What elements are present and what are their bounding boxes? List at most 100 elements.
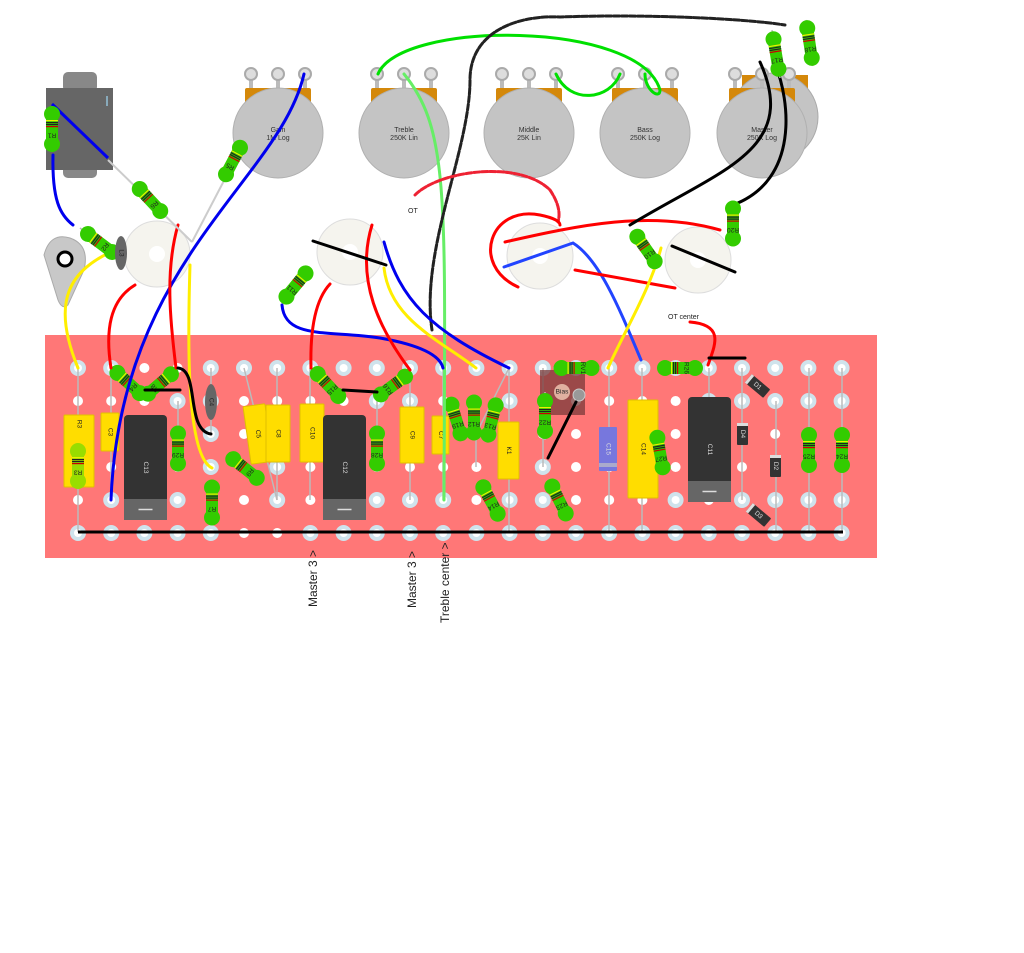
component-label: C12: [341, 462, 348, 474]
component-label: R22: [539, 418, 551, 425]
treble-center-label: Treble center >: [438, 542, 452, 623]
component-label: R13: [484, 421, 498, 431]
resistor-r12[interactable]: R12: [466, 394, 482, 441]
wire-blue-jack: [50, 102, 110, 160]
wire-yellow-1: [63, 248, 117, 370]
wire-blue-v2b: [382, 240, 511, 370]
component-label: R24: [836, 452, 848, 459]
electrolytic-cap-c11[interactable]: C11: [688, 397, 731, 502]
wire-green-middle-bass: [554, 72, 622, 97]
component-label: D3: [753, 510, 764, 521]
wire-twisted-ot: [413, 170, 561, 224]
diode-d3[interactable]: D3: [745, 503, 771, 527]
resistor-r14[interactable]: R14: [472, 476, 508, 524]
board-hole: [770, 429, 781, 439]
component-label: C13: [142, 462, 149, 474]
diode-d1[interactable]: D1: [744, 374, 770, 398]
component-label: R3: [75, 420, 82, 429]
board-hole: [471, 495, 482, 505]
film-cap-c8[interactable]: C8: [265, 404, 291, 463]
resistor-r28[interactable]: R28: [369, 425, 385, 472]
resistor-r20[interactable]: R20: [725, 200, 741, 247]
resistor-r13[interactable]: R13: [479, 396, 506, 445]
resistor-r18[interactable]: R18: [798, 19, 821, 67]
component-label: D1: [752, 381, 763, 392]
resistor-r25[interactable]: R25: [801, 427, 817, 473]
resistor-r22[interactable]: R22: [537, 392, 553, 440]
resistor-r23[interactable]: R23: [542, 476, 577, 524]
pilot-lamp: [43, 236, 86, 308]
pot-lug: [271, 67, 285, 81]
tube-socket-v4: [664, 226, 732, 294]
pot-lug: [665, 67, 679, 81]
wire-black-3: [341, 388, 379, 394]
board-hole: [339, 364, 348, 372]
film-cap-c9[interactable]: C9: [399, 406, 425, 464]
resistor-r7[interactable]: R7: [204, 479, 220, 526]
inductor-l3[interactable]: L3: [115, 236, 127, 270]
film-cap-c7[interactable]: C7: [431, 415, 450, 455]
component-label: K1: [505, 447, 512, 455]
master3-label-a: Master 3 >: [306, 550, 320, 607]
resistor-r26[interactable]: R26: [657, 360, 703, 376]
pot-body: [599, 87, 691, 179]
resistor-r11[interactable]: R11: [275, 262, 317, 308]
resistor-r29[interactable]: R29: [170, 425, 186, 472]
wire-yellow-3: [382, 266, 478, 370]
board-hole: [372, 496, 381, 504]
ot-label: OT: [408, 208, 418, 215]
capacitor-c4[interactable]: C4: [205, 384, 217, 420]
resistor-r3[interactable]: R3: [70, 443, 86, 489]
pot-lug: [424, 67, 438, 81]
resistor-r1[interactable]: R1: [44, 106, 60, 152]
resistor-r10[interactable]: R10: [626, 226, 666, 273]
component-label: R27: [654, 454, 667, 463]
wire-red-6: [489, 212, 562, 289]
wire-black-bias: [546, 400, 578, 460]
board-hole: [372, 364, 381, 372]
film-cap-k1[interactable]: K1: [497, 421, 520, 480]
resistor-r27[interactable]: R27: [648, 428, 672, 476]
component-label: C3: [106, 428, 113, 437]
electrolytic-cap-c12[interactable]: C12: [323, 415, 366, 520]
component-label: C14: [639, 443, 646, 455]
resistor-r9[interactable]: R9: [222, 448, 268, 489]
resistor-r5[interactable]: R5: [215, 137, 251, 185]
wire-black-1: [176, 366, 213, 436]
board-hole: [771, 364, 780, 372]
pot-lug: [244, 67, 258, 81]
wire-twisted-heater: [428, 14, 787, 332]
component-label: R5: [225, 161, 236, 171]
pot-name: Middle: [519, 127, 540, 134]
electrolytic-cap-c13[interactable]: C13: [124, 415, 167, 520]
component-label: R18: [804, 44, 817, 53]
diode-d2[interactable]: D2: [770, 455, 781, 477]
wire-red-5: [503, 218, 722, 244]
resistor-r19[interactable]: R19: [441, 395, 470, 444]
component-label: C10: [308, 427, 315, 439]
wire-blue-v2: [280, 303, 445, 370]
component-label: D4: [739, 430, 746, 439]
component-label: R12: [468, 420, 480, 427]
resistor-r24[interactable]: R24: [834, 427, 850, 473]
component-label: Bias: [556, 389, 569, 396]
resistor-rv1[interactable]: RV1: [553, 360, 600, 376]
bias-trimpot[interactable]: Bias: [540, 370, 586, 415]
wire-black-master-2: [731, 62, 788, 207]
component-label: R7: [207, 505, 216, 512]
film-cap-c10[interactable]: C10: [299, 403, 325, 463]
resistor-r6[interactable]: R6: [128, 178, 171, 223]
resistor-r16[interactable]: R16: [370, 365, 417, 405]
board-hole: [571, 462, 581, 472]
diode-d4[interactable]: D4: [737, 423, 748, 445]
resistor-r17[interactable]: R17: [764, 29, 787, 79]
wire-black-v2: [311, 239, 388, 267]
wire-lightgreen-treble-center: [402, 72, 447, 502]
resistor-r15[interactable]: R15: [306, 363, 349, 408]
board-hole: [139, 363, 150, 373]
blue-cap-c15[interactable]: C15: [599, 427, 617, 471]
component-label: C15: [604, 443, 611, 455]
